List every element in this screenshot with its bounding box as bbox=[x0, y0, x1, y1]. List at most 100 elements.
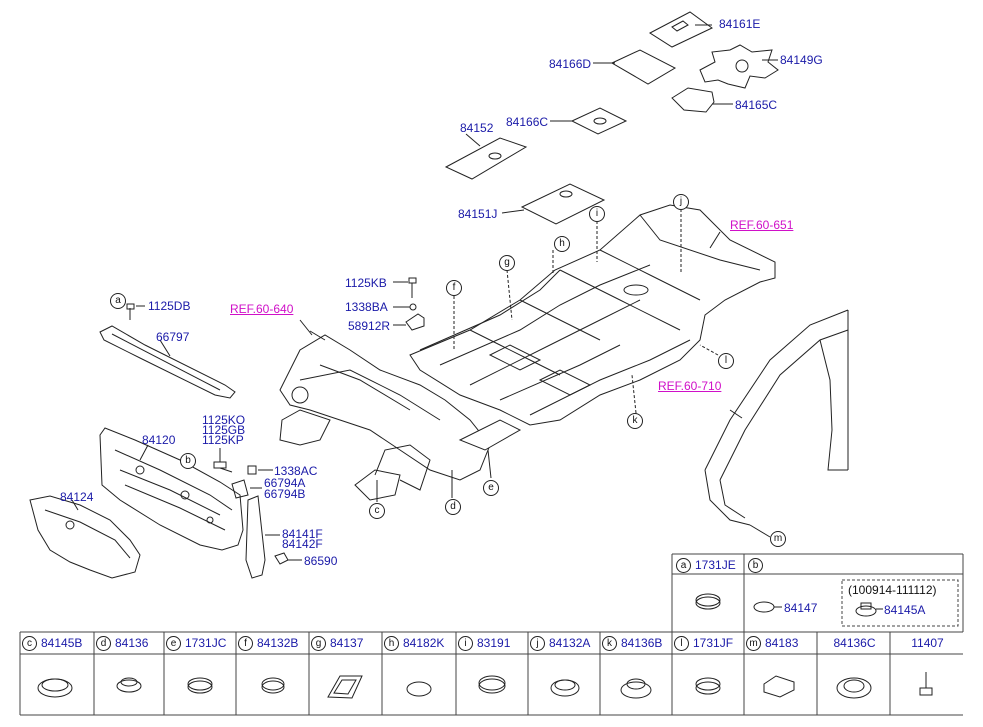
label-1125kp: 1125KP bbox=[202, 433, 244, 447]
dash-panel-84120 bbox=[99, 427, 244, 551]
label-84165c: 84165C bbox=[735, 98, 778, 112]
legend-code-11407: 11407 bbox=[911, 636, 944, 650]
label-84161e: 84161E bbox=[719, 17, 761, 31]
insulator-84124 bbox=[29, 495, 141, 579]
bolts-1125ko bbox=[213, 448, 273, 499]
legend-b-date-range: (100914-111112) bbox=[848, 583, 937, 597]
label-84166d: 84166D bbox=[549, 57, 592, 71]
legend-code-84145b: 84145B bbox=[41, 636, 83, 650]
legend-code-1731jf: 1731JF bbox=[693, 636, 734, 650]
legend-cell-d: d 84136 bbox=[96, 633, 164, 653]
pad-84166c bbox=[550, 107, 628, 135]
label-84124: 84124 bbox=[60, 490, 94, 504]
legend-letter-c: c bbox=[22, 636, 37, 652]
legend-code-84183: 84183 bbox=[765, 636, 799, 650]
label-66797: 66797 bbox=[156, 330, 190, 344]
pad-84152 bbox=[444, 133, 528, 180]
legend-thumbs bbox=[37, 593, 933, 699]
pad-84149g bbox=[699, 44, 779, 89]
crossmember-66797 bbox=[99, 303, 236, 399]
callout-g: g bbox=[499, 255, 515, 271]
ref-60-710[interactable]: REF.60-710 bbox=[658, 379, 722, 393]
callout-k: k bbox=[627, 413, 643, 429]
ref-640-leader bbox=[299, 319, 313, 336]
callout-d: d bbox=[445, 499, 461, 515]
body-side bbox=[704, 309, 849, 538]
ref-60-651[interactable]: REF.60-651 bbox=[730, 218, 794, 232]
legend-letter-f: f bbox=[238, 636, 253, 652]
callout-l: l bbox=[718, 353, 734, 369]
callout-i: i bbox=[589, 206, 605, 222]
label-84166c: 84166C bbox=[506, 115, 549, 129]
legend-cell-b: b bbox=[748, 555, 767, 575]
callout-b: b bbox=[180, 453, 196, 469]
label-86590: 86590 bbox=[304, 554, 338, 568]
label-58912r: 58912R bbox=[348, 319, 391, 333]
legend-cell-c: c 84145B bbox=[22, 633, 94, 653]
pad-84161e bbox=[649, 11, 713, 48]
legend-cell-f: f 84132B bbox=[238, 633, 309, 653]
legend-84147: 84147 bbox=[784, 601, 818, 615]
bracket-84141f bbox=[245, 495, 302, 579]
legend-cell-i: i 83191 bbox=[458, 633, 528, 653]
callout-j: j bbox=[673, 194, 689, 210]
label-1338ac: 1338AC bbox=[274, 464, 318, 478]
legend-letter-l: l bbox=[674, 636, 689, 652]
legend-code-a: 1731JE bbox=[695, 558, 736, 572]
label-84151j: 84151J bbox=[458, 207, 498, 221]
legend-code-84182k: 84182K bbox=[403, 636, 445, 650]
ref-60-640[interactable]: REF.60-640 bbox=[230, 302, 294, 316]
legend-cell-k: k 84136B bbox=[602, 633, 672, 653]
callout-f: f bbox=[446, 280, 462, 296]
callout-c: c bbox=[369, 503, 385, 519]
label-1125kb: 1125KB bbox=[345, 276, 387, 290]
front-structure bbox=[279, 330, 522, 502]
label-1125ko: 1125KO bbox=[202, 413, 246, 427]
legend-code-84132b: 84132B bbox=[257, 636, 299, 650]
fasteners-kb bbox=[393, 277, 425, 331]
label-84141f: 84141F bbox=[282, 527, 323, 541]
callout-e: e bbox=[483, 480, 499, 496]
legend-code-84136: 84136 bbox=[115, 636, 149, 650]
legend-letter-j: j bbox=[530, 636, 545, 652]
legend-letter-d: d bbox=[96, 636, 111, 652]
pad-84165c bbox=[671, 87, 733, 113]
callout-m: m bbox=[770, 531, 786, 547]
legend-letter-e: e bbox=[166, 636, 181, 652]
legend-code-84136b: 84136B bbox=[621, 636, 663, 650]
label-84142f: 84142F bbox=[282, 537, 323, 551]
legend-letter-k: k bbox=[602, 636, 617, 652]
pad-84151j bbox=[501, 183, 606, 225]
legend-letter-b: b bbox=[748, 558, 763, 574]
callout-h: h bbox=[554, 236, 570, 252]
label-84152: 84152 bbox=[460, 121, 494, 135]
callout-a: a bbox=[110, 293, 126, 309]
legend-code-83191: 83191 bbox=[477, 636, 511, 650]
label-66794b: 66794B bbox=[264, 487, 306, 501]
label-1338ba: 1338BA bbox=[345, 300, 388, 314]
floor-leaders bbox=[453, 209, 719, 414]
label-1125db: 1125DB bbox=[148, 299, 191, 313]
legend-letter-g: g bbox=[311, 636, 326, 652]
legend-letter-i: i bbox=[458, 636, 473, 652]
label-84120: 84120 bbox=[142, 433, 176, 447]
legend-cell-j: j 84132A bbox=[530, 633, 600, 653]
legend-cell-l: l 1731JF bbox=[674, 633, 744, 653]
legend-cell-extra-12: 11407 bbox=[892, 633, 963, 653]
legend-cell-g: g 84137 bbox=[311, 633, 382, 653]
legend-code-84132a: 84132A bbox=[549, 636, 591, 650]
legend-cell-extra-11: 84136C bbox=[819, 633, 890, 653]
pad-84166d bbox=[593, 49, 677, 85]
label-1125gb: 1125GB bbox=[202, 423, 246, 437]
label-66794a: 66794A bbox=[264, 476, 306, 490]
legend-code-84137: 84137 bbox=[330, 636, 364, 650]
floor-pan bbox=[409, 204, 776, 426]
ref-651-leader bbox=[709, 231, 721, 249]
legend-letter-m: m bbox=[746, 636, 761, 652]
legend-code-84136c: 84136C bbox=[833, 636, 876, 650]
